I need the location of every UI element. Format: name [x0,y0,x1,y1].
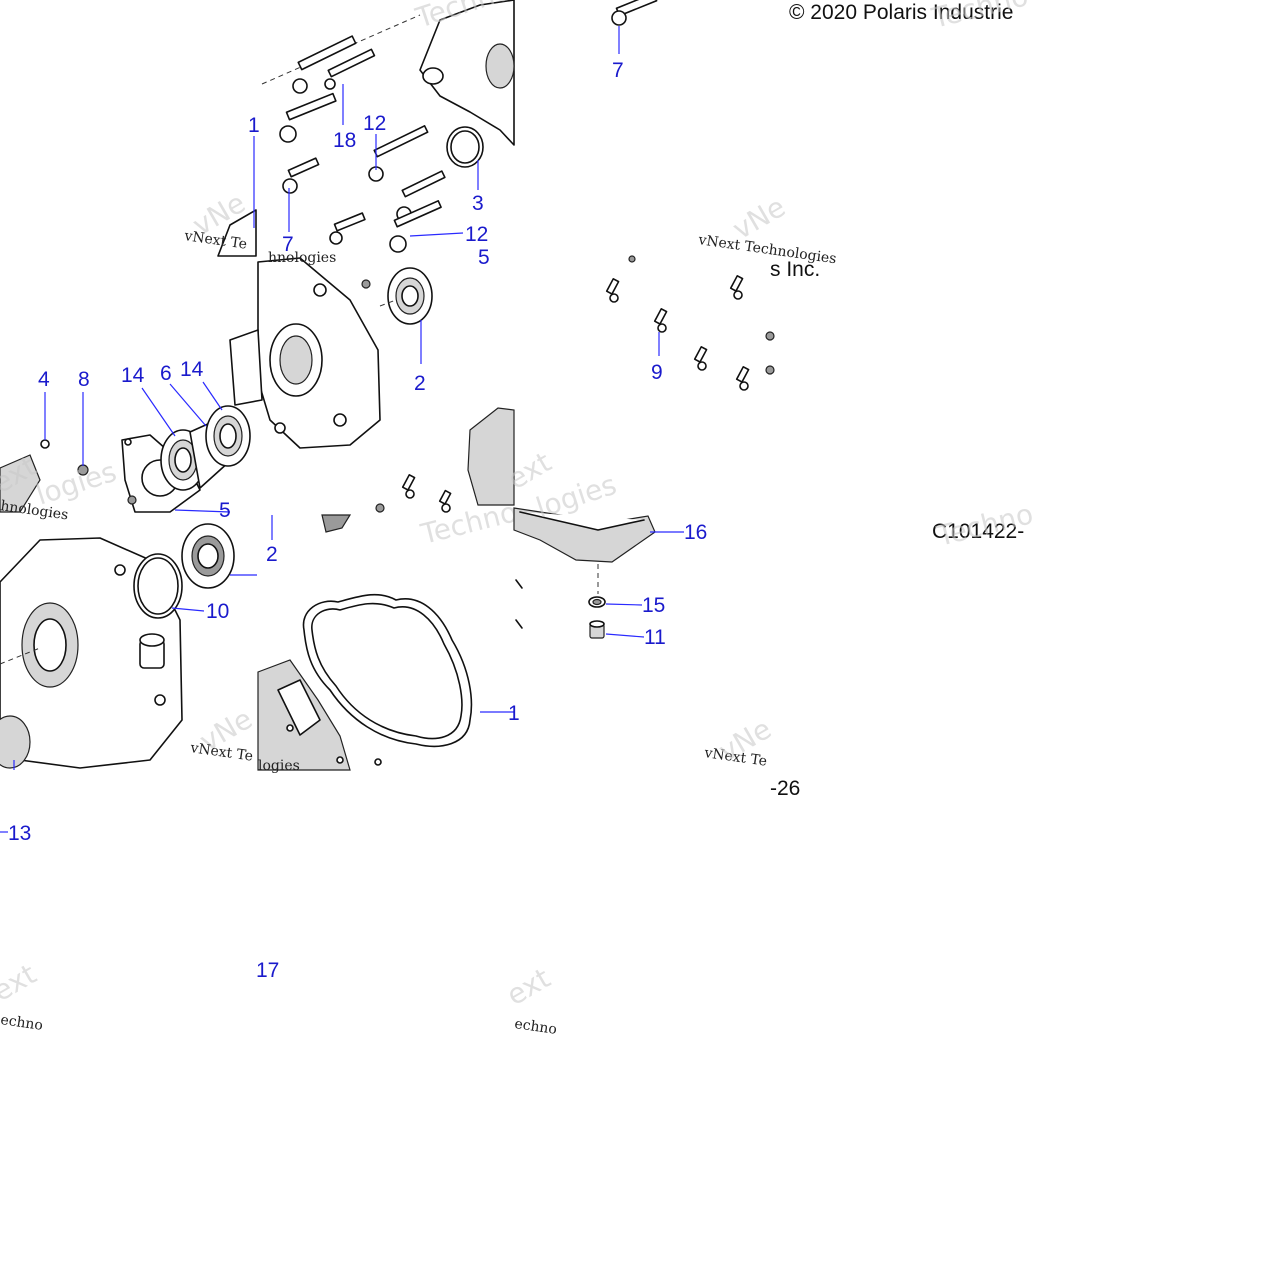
watermark-echno-b: echno [513,1016,557,1038]
watermark-tail-c: logies [258,758,300,774]
tile-drain-plug: ext logies 16 15 11 C101422- Techno vNex… [502,445,1036,800]
watermark-echno-a: echno [0,1012,44,1034]
callout-15: 15 [642,594,665,617]
bearing-icon [387,267,433,325]
tile-pan-bolts: vNext Technologies vNe s Inc. 9 [605,190,837,391]
oil-seal-icon [181,523,235,589]
tile-bottom-fragments: 13 17 ext echno ext echno [0,822,558,1038]
watermark-brand-c: vNext Te [188,740,254,765]
callout-1: 1 [248,114,260,137]
callout-16: 16 [684,521,707,544]
callout-18: 18 [333,129,356,152]
callout-3: 3 [472,192,484,215]
callout-8: 8 [78,368,90,391]
bolt-icon [735,366,750,391]
watermark-ext-bottom-a: ext [0,957,42,1008]
callout-5-edge: 5 [478,246,490,269]
bolt-icon [653,308,668,333]
bolt-icon [282,157,320,194]
callout-2-upper: 2 [414,372,426,395]
bolt-icon [438,489,452,513]
drain-plug-icon [589,620,605,639]
callout-7-right: 7 [612,59,624,82]
bolt-icon [279,92,337,143]
bolt-icon [605,278,620,303]
bolt-icon [329,212,366,245]
watermark-ext-bottom-b: ext [501,961,556,1012]
watermark-techno-right: Techno [928,0,1032,35]
callout-1-gasket: 1 [508,702,520,725]
tile-bolts-upper-left: 1 18 12 3 7 12 Techno vNe vNext Te [182,0,515,257]
tile-crankcase-lower: 2 10 vNe vNext Te [0,515,278,770]
watermark-techno-id: Techno [933,497,1037,553]
callout-10: 10 [206,600,229,623]
bolt-icon [729,275,744,300]
bolt-icon [368,125,429,182]
callout-17: 17 [256,959,279,982]
dowel-pin-icon [40,439,50,449]
bolt-icon [401,474,416,499]
watermark-tail-b: hnologies [268,250,336,266]
watermark-logies: logies [32,455,120,512]
bolt-icon [389,200,442,253]
callout-12-lower: 12 [465,223,488,246]
crankcase-half-icon [419,0,515,146]
tile-oil-pan: 1 Techno logies [257,495,521,774]
bolt-icon [693,346,708,371]
bolt-icon [611,0,658,26]
callout-14-b: 14 [180,358,204,381]
callout-6: 6 [160,362,172,385]
bearing-icon [205,405,251,467]
callout-12-upper: 12 [363,112,386,135]
callout-13: 13 [8,822,31,845]
tile-bearings: 4 8 14 6 14 5 ext logies hnologies [0,358,251,523]
callout-11: 11 [644,626,666,649]
callout-7-left: 7 [282,233,294,256]
watermark-techno-mid: Techno [417,495,521,551]
callout-4: 4 [38,368,50,391]
copyright-text: © 2020 Polaris Industrie [789,1,1013,24]
bolt-icon [292,35,357,94]
callout-14-a: 14 [121,364,145,387]
callout-5: 5 [219,499,231,522]
callout-2-lower: 2 [266,543,278,566]
figure-id: C101422- [932,520,1024,543]
tile-crankcase-center: 2 5 hnologies [229,246,515,513]
copyright-tail: s Inc. [770,258,820,281]
callout-9: 9 [651,361,663,384]
figure-page: -26 [770,777,800,800]
bolt-icon [324,48,376,90]
tile-header-right: 7 © 2020 Polaris Industrie Techno [611,0,1032,82]
